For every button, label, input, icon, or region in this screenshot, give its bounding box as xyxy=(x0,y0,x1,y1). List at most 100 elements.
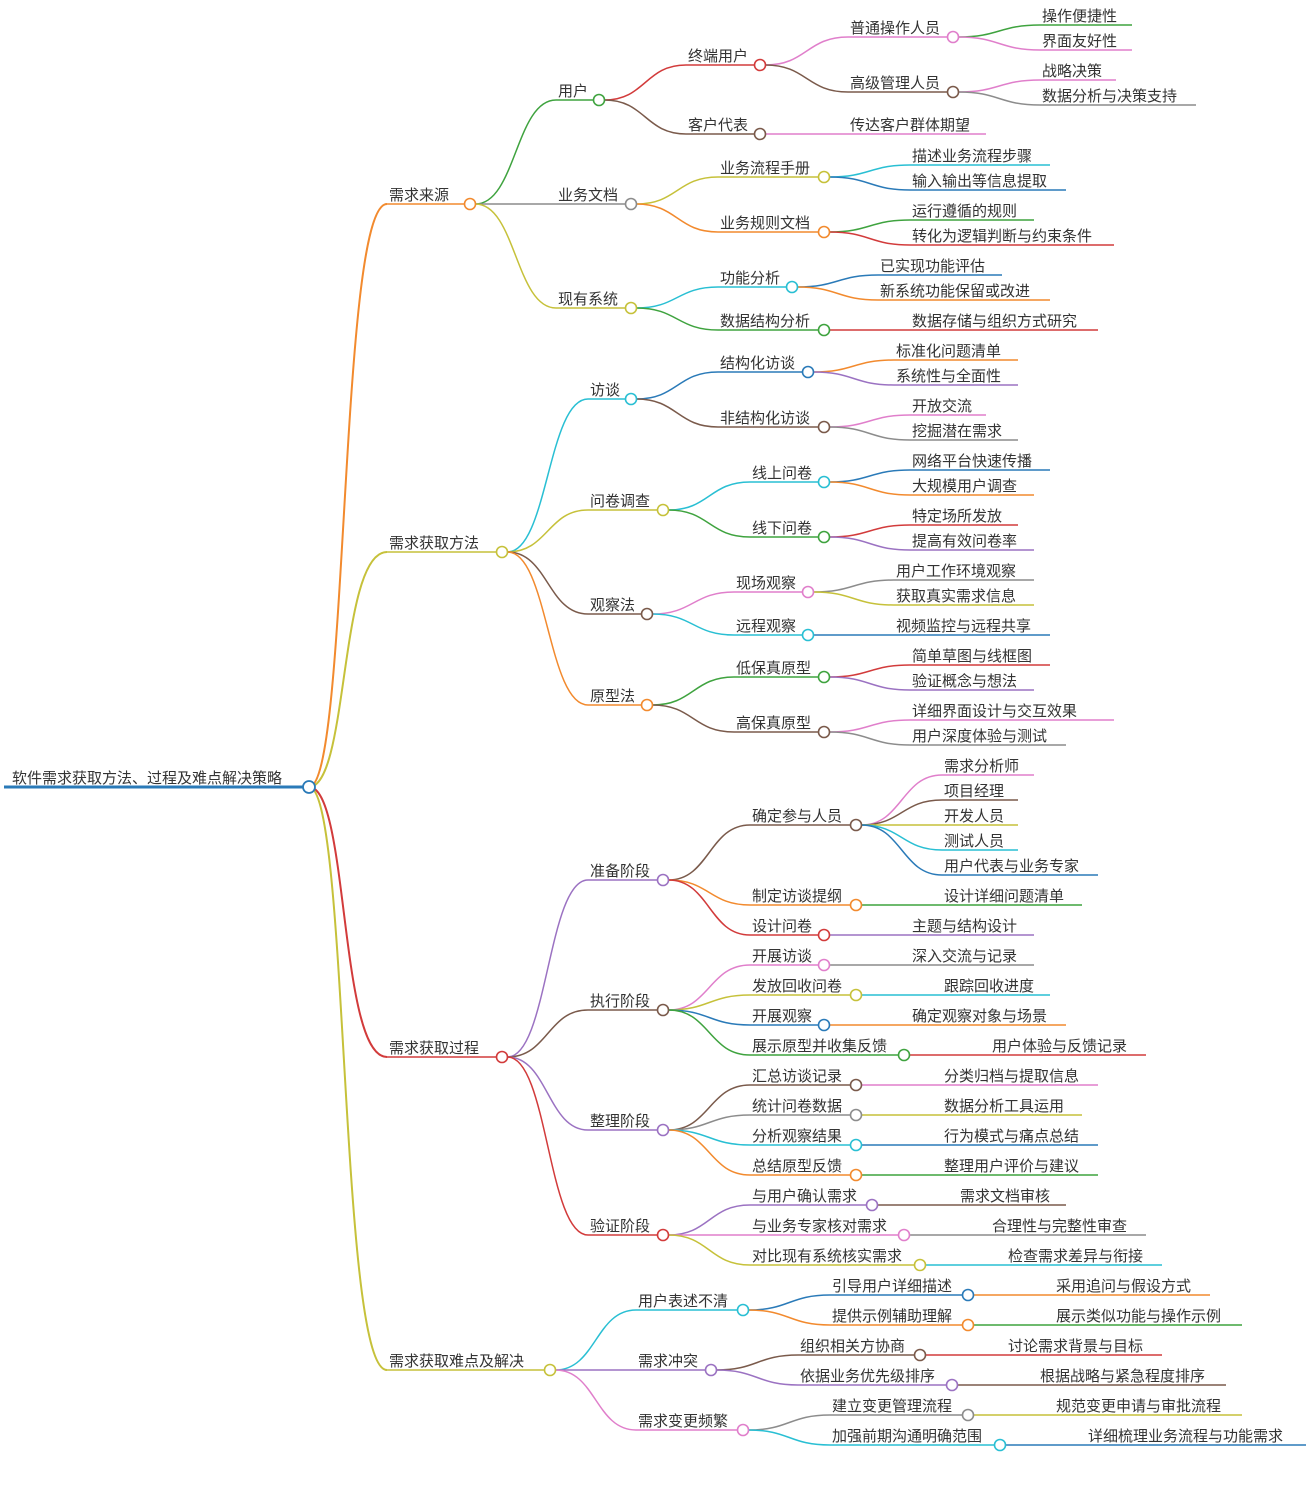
mind-map-node[interactable]: 总结原型反馈 xyxy=(750,1157,863,1182)
mind-map-node[interactable]: 数据结构分析 xyxy=(718,312,831,337)
mind-map-node[interactable]: 需求冲突 xyxy=(636,1352,718,1377)
collapse-toggle-icon[interactable] xyxy=(656,1003,670,1017)
mind-map-node[interactable]: 高保真原型 xyxy=(734,714,831,739)
mind-map-node[interactable]: 非结构化访谈 xyxy=(718,409,831,434)
mind-map-node[interactable]: 确定参与人员 xyxy=(750,807,863,832)
mind-map-node[interactable]: 业务文档 xyxy=(556,186,638,211)
mind-map-node[interactable]: 终端用户 xyxy=(686,47,767,72)
mind-map-node[interactable]: 获取真实需求信息 xyxy=(894,587,1034,606)
collapse-toggle-icon[interactable] xyxy=(817,670,831,684)
mind-map-node[interactable]: 业务流程手册 xyxy=(718,159,831,184)
mind-map-node[interactable]: 用户代表与业务专家 xyxy=(942,857,1098,876)
mind-map-node[interactable]: 开发人员 xyxy=(942,807,1018,826)
collapse-toggle-icon[interactable] xyxy=(961,1408,975,1422)
mind-map-node[interactable]: 验证概念与想法 xyxy=(910,672,1034,691)
collapse-toggle-icon[interactable] xyxy=(961,1288,975,1302)
collapse-toggle-icon[interactable] xyxy=(849,818,863,832)
mind-map-node[interactable]: 数据存储与组织方式研究 xyxy=(910,312,1098,331)
mind-map-node[interactable]: 需求文档审核 xyxy=(958,1187,1066,1206)
collapse-toggle-icon[interactable] xyxy=(624,392,638,406)
mind-map-node[interactable]: 开展访谈 xyxy=(750,947,831,972)
collapse-toggle-icon[interactable] xyxy=(913,1258,927,1272)
collapse-toggle-icon[interactable] xyxy=(592,93,606,107)
mind-map-node[interactable]: 加强前期沟通明确范围 xyxy=(830,1427,1007,1452)
mind-map-node[interactable]: 简单草图与线框图 xyxy=(910,647,1050,666)
mind-map-node[interactable]: 讨论需求背景与目标 xyxy=(1006,1337,1162,1356)
mind-map-node[interactable]: 分类归档与提取信息 xyxy=(942,1067,1098,1086)
collapse-toggle-icon[interactable] xyxy=(624,301,638,315)
mind-map-node[interactable]: 需求获取难点及解决 xyxy=(387,1352,557,1377)
mind-map-node[interactable]: 运行遵循的规则 xyxy=(910,202,1034,221)
collapse-toggle-icon[interactable] xyxy=(656,873,670,887)
mind-map-node[interactable]: 整理阶段 xyxy=(588,1112,670,1137)
mind-map-node[interactable]: 问卷调查 xyxy=(588,492,670,517)
mind-map-node[interactable]: 整理用户评价与建议 xyxy=(942,1157,1098,1176)
collapse-toggle-icon[interactable] xyxy=(495,1050,509,1064)
mind-map-node[interactable]: 现有系统 xyxy=(556,290,638,315)
collapse-toggle-icon[interactable] xyxy=(656,503,670,517)
collapse-toggle-icon[interactable] xyxy=(817,420,831,434)
collapse-toggle-icon[interactable] xyxy=(753,58,767,72)
mind-map-node[interactable]: 确定观察对象与场景 xyxy=(910,1007,1066,1026)
mind-map-node[interactable]: 准备阶段 xyxy=(588,862,670,887)
collapse-toggle-icon[interactable] xyxy=(849,1168,863,1182)
mind-map-node[interactable]: 设计详细问题清单 xyxy=(942,887,1082,906)
mind-map-node[interactable]: 高级管理人员 xyxy=(848,74,960,99)
mind-map-node[interactable]: 操作便捷性 xyxy=(1040,7,1132,26)
mind-map-node[interactable]: 与业务专家核对需求 xyxy=(750,1217,911,1242)
collapse-toggle-icon[interactable] xyxy=(495,545,509,559)
collapse-toggle-icon[interactable] xyxy=(897,1228,911,1242)
mind-map-node[interactable]: 数据分析与决策支持 xyxy=(1040,87,1196,106)
mind-map-node[interactable]: 发放回收问卷 xyxy=(750,977,863,1002)
mind-map-node[interactable]: 引导用户详细描述 xyxy=(830,1277,975,1302)
mind-map-node[interactable]: 原型法 xyxy=(588,687,654,712)
mind-map-node[interactable]: 用户深度体验与测试 xyxy=(910,727,1066,746)
collapse-toggle-icon[interactable] xyxy=(817,530,831,544)
mind-map-node[interactable]: 建立变更管理流程 xyxy=(830,1397,975,1422)
collapse-toggle-icon[interactable] xyxy=(801,628,815,642)
collapse-toggle-icon[interactable] xyxy=(817,725,831,739)
collapse-toggle-icon[interactable] xyxy=(640,698,654,712)
mind-map-node[interactable]: 已实现功能评估 xyxy=(878,257,1002,276)
mind-map-node[interactable]: 根据战略与紧急程度排序 xyxy=(1038,1367,1226,1386)
mind-map-node[interactable]: 组织相关方协商 xyxy=(798,1337,927,1362)
mind-map-node[interactable]: 与用户确认需求 xyxy=(750,1187,879,1212)
mind-map-node[interactable]: 系统性与全面性 xyxy=(894,367,1018,386)
collapse-toggle-icon[interactable] xyxy=(736,1303,750,1317)
mind-map-node[interactable]: 用户表述不清 xyxy=(636,1292,750,1317)
collapse-toggle-icon[interactable] xyxy=(656,1123,670,1137)
collapse-toggle-icon[interactable] xyxy=(897,1048,911,1062)
collapse-toggle-icon[interactable] xyxy=(656,1228,670,1242)
mind-map-node[interactable]: 标准化问题清单 xyxy=(894,342,1018,361)
mind-map-node[interactable]: 低保真原型 xyxy=(734,659,831,684)
collapse-toggle-icon[interactable] xyxy=(849,988,863,1002)
mind-map-node[interactable]: 大规模用户调查 xyxy=(910,477,1034,496)
mind-map-node[interactable]: 详细梳理业务流程与功能需求 xyxy=(1086,1427,1306,1446)
mind-map-node[interactable]: 战略决策 xyxy=(1040,62,1116,81)
mind-map-node[interactable]: 传达客户群体期望 xyxy=(848,116,986,135)
collapse-toggle-icon[interactable] xyxy=(849,1138,863,1152)
collapse-toggle-icon[interactable] xyxy=(704,1363,718,1377)
mind-map-node[interactable]: 详细界面设计与交互效果 xyxy=(910,702,1114,721)
mind-map-node[interactable]: 设计问卷 xyxy=(750,917,831,942)
collapse-toggle-icon[interactable] xyxy=(817,928,831,942)
mind-map-node[interactable]: 主题与结构设计 xyxy=(910,917,1034,936)
mind-map-node[interactable]: 线下问卷 xyxy=(750,519,831,544)
mind-map-node[interactable]: 分析观察结果 xyxy=(750,1127,863,1152)
mind-map-node[interactable]: 业务规则文档 xyxy=(718,214,831,239)
root-node[interactable]: 软件需求获取方法、过程及难点解决策略 xyxy=(4,769,316,794)
collapse-toggle-icon[interactable] xyxy=(817,323,831,337)
mind-map-node[interactable]: 对比现有系统核实需求 xyxy=(750,1247,927,1272)
mind-map-node[interactable]: 展示类似功能与操作示例 xyxy=(1054,1307,1242,1326)
mind-map-node[interactable]: 网络平台快速传播 xyxy=(910,452,1050,471)
mind-map-node[interactable]: 验证阶段 xyxy=(588,1217,670,1242)
mind-map-node[interactable]: 访谈 xyxy=(588,381,638,406)
mind-map-node[interactable]: 新系统功能保留或改进 xyxy=(878,282,1050,301)
mind-map-node[interactable]: 功能分析 xyxy=(718,269,799,294)
collapse-toggle-icon[interactable] xyxy=(801,365,815,379)
mind-map-node[interactable]: 汇总访谈记录 xyxy=(750,1067,863,1092)
collapse-toggle-icon[interactable] xyxy=(624,197,638,211)
mind-map-node[interactable]: 依据业务优先级排序 xyxy=(798,1367,959,1392)
mind-map-node[interactable]: 线上问卷 xyxy=(750,464,831,489)
collapse-toggle-icon[interactable] xyxy=(801,585,815,599)
